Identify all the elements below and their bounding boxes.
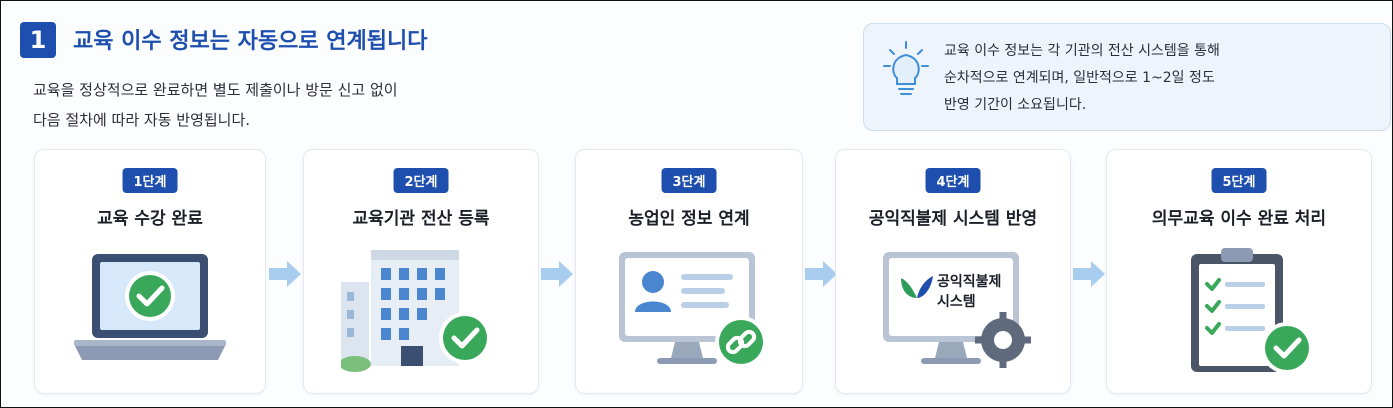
info-tip-box: 교육 이수 정보는 각 기관의 전산 시스템을 통해 순차적으로 연계되며, 일… <box>863 23 1391 131</box>
screen-label-line: 시스템 <box>937 294 976 310</box>
arrow-right-icon <box>1073 261 1105 287</box>
step-card-5: 5단계 의무교육 이수 완료 처리 <box>1106 149 1372 394</box>
step-badge: 1단계 <box>122 168 178 193</box>
lightbulb-icon <box>883 41 929 95</box>
building-check-icon <box>341 250 491 372</box>
section-number-badge: 1 <box>20 22 56 58</box>
step-title: 교육 수강 완료 <box>97 209 203 229</box>
step-badge: 3단계 <box>661 168 717 193</box>
section-title: 교육 이수 정보는 자동으로 연계됩니다 <box>73 29 428 54</box>
step-badge: 5단계 <box>1211 168 1267 193</box>
step-badge: 4단계 <box>925 168 981 193</box>
monitor-link-icon <box>619 252 767 368</box>
step-card-2: 2단계 교육기관 전산 등록 <box>303 149 539 394</box>
step-card-1: 1단계 교육 수강 완료 <box>34 149 266 394</box>
step-title: 교육기관 전산 등록 <box>352 209 490 229</box>
clipboard-check-icon <box>1191 248 1313 374</box>
step-badge: 2단계 <box>393 168 449 193</box>
step-title: 의무교육 이수 완료 처리 <box>1151 209 1327 229</box>
laptop-check-icon <box>74 254 226 360</box>
description-line: 교육을 정상적으로 완료하면 별도 제출이나 방문 신고 없이 <box>33 81 398 99</box>
step-title: 농업인 정보 연계 <box>628 209 750 229</box>
step-title: 공익직불제 시스템 반영 <box>868 209 1038 229</box>
section-description: 교육을 정상적으로 완료하면 별도 제출이나 방문 신고 없이 다음 절차에 따… <box>33 75 398 135</box>
arrow-right-icon <box>805 261 837 287</box>
tip-line: 반영 기간이 소요됩니다. <box>944 97 1087 113</box>
monitor-gear-icon: 공익직불제 시스템 <box>873 248 1033 376</box>
arrow-right-icon <box>269 261 301 287</box>
description-line: 다음 절차에 따라 자동 반영됩니다. <box>33 111 251 129</box>
tip-line: 교육 이수 정보는 각 기관의 전산 시스템을 통해 <box>944 43 1220 59</box>
step-card-3: 3단계 농업인 정보 연계 <box>575 149 803 394</box>
arrow-right-icon <box>541 261 573 287</box>
screen-label-line: 공익직불제 <box>937 274 1002 290</box>
step-card-4: 4단계 공익직불제 시스템 반영 공익직불제 <box>835 149 1071 394</box>
tip-text: 교육 이수 정보는 각 기관의 전산 시스템을 통해 순차적으로 연계되며, 일… <box>944 38 1220 119</box>
tip-line: 순차적으로 연계되며, 일반적으로 1~2일 정도 <box>944 70 1215 86</box>
